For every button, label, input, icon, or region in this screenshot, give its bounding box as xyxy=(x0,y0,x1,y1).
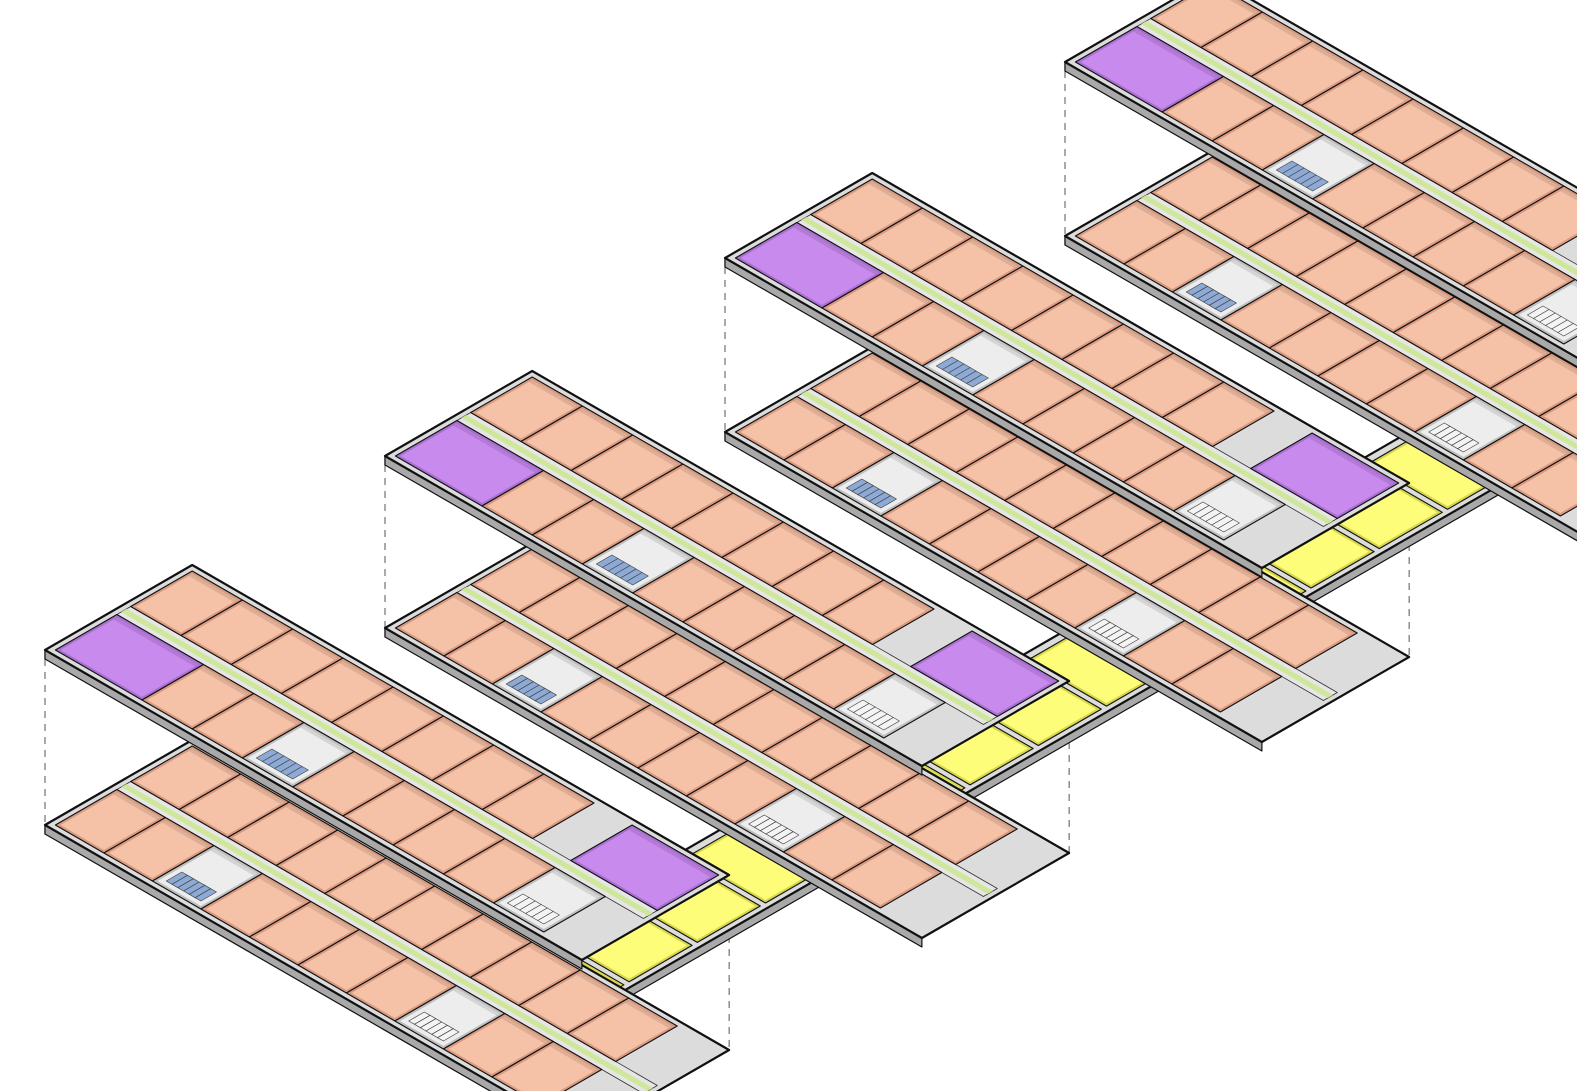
stair-step xyxy=(1457,439,1480,453)
stair-step xyxy=(1306,178,1329,192)
wing-4-lower-floor xyxy=(1063,149,1577,542)
stair-step xyxy=(877,717,900,731)
stair-step xyxy=(966,374,989,388)
stair-step xyxy=(1217,519,1240,533)
stair-step xyxy=(534,691,557,705)
stair-step xyxy=(194,888,217,902)
wing-2-lower-floor xyxy=(383,541,1071,948)
wing-3-lower-floor xyxy=(723,345,1411,752)
stair-step xyxy=(537,911,560,925)
stair-step xyxy=(777,831,800,845)
wing-4-upper-floor xyxy=(1063,0,1577,368)
stair-step xyxy=(626,572,649,586)
stair-step xyxy=(286,766,309,780)
wing-1-lower-floor xyxy=(43,738,731,1091)
stair-step xyxy=(1117,635,1140,649)
stair-step xyxy=(437,1028,460,1042)
stair-step xyxy=(1214,299,1237,313)
stair-step xyxy=(1557,323,1577,337)
wing-2-upper-floor xyxy=(383,369,1071,776)
stair-step xyxy=(874,495,897,509)
wing-1-upper-floor xyxy=(43,563,731,970)
wing-3-upper-floor xyxy=(723,171,1411,578)
